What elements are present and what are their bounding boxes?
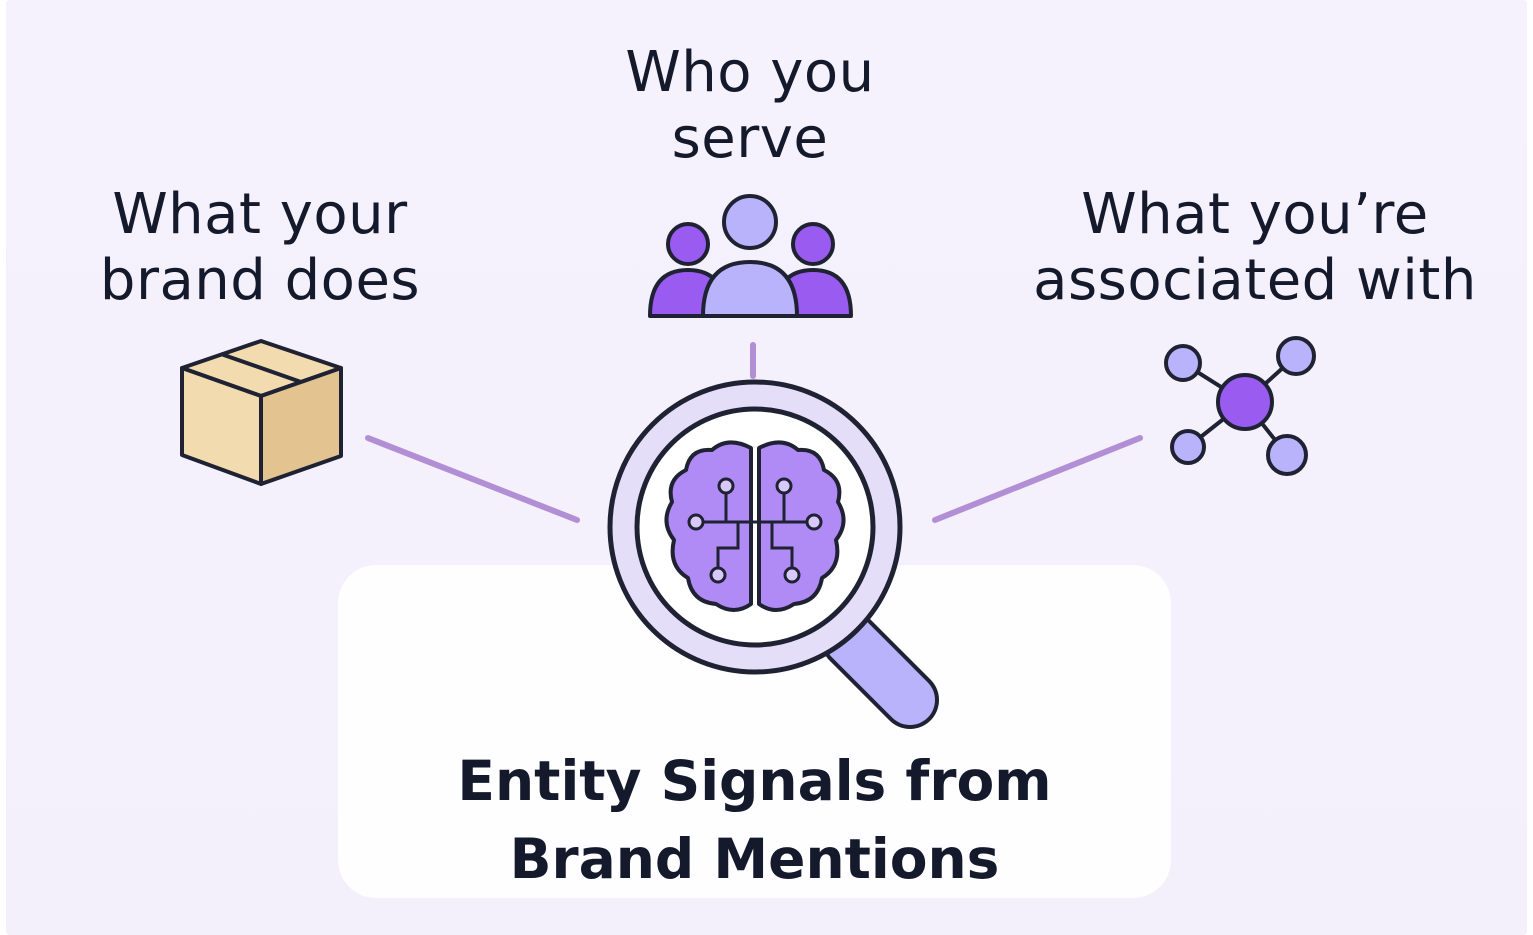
connectors	[365, 342, 1143, 523]
magnifier-brain-icon	[607, 379, 939, 729]
circuit-lines	[687, 477, 823, 584]
people-group-icon	[648, 194, 853, 318]
connector-left	[365, 435, 580, 523]
label-what-brand-does: What your brand does	[99, 182, 421, 313]
label-who-you-serve: Who you serve	[625, 40, 875, 171]
connector-right	[932, 435, 1143, 523]
diagram-caption: Entity Signals from Brand Mentions	[457, 749, 1052, 891]
box-icon	[180, 339, 343, 486]
label-associated-with: What you’re associated with	[1033, 182, 1477, 313]
network-nodes-icon	[1164, 336, 1316, 476]
